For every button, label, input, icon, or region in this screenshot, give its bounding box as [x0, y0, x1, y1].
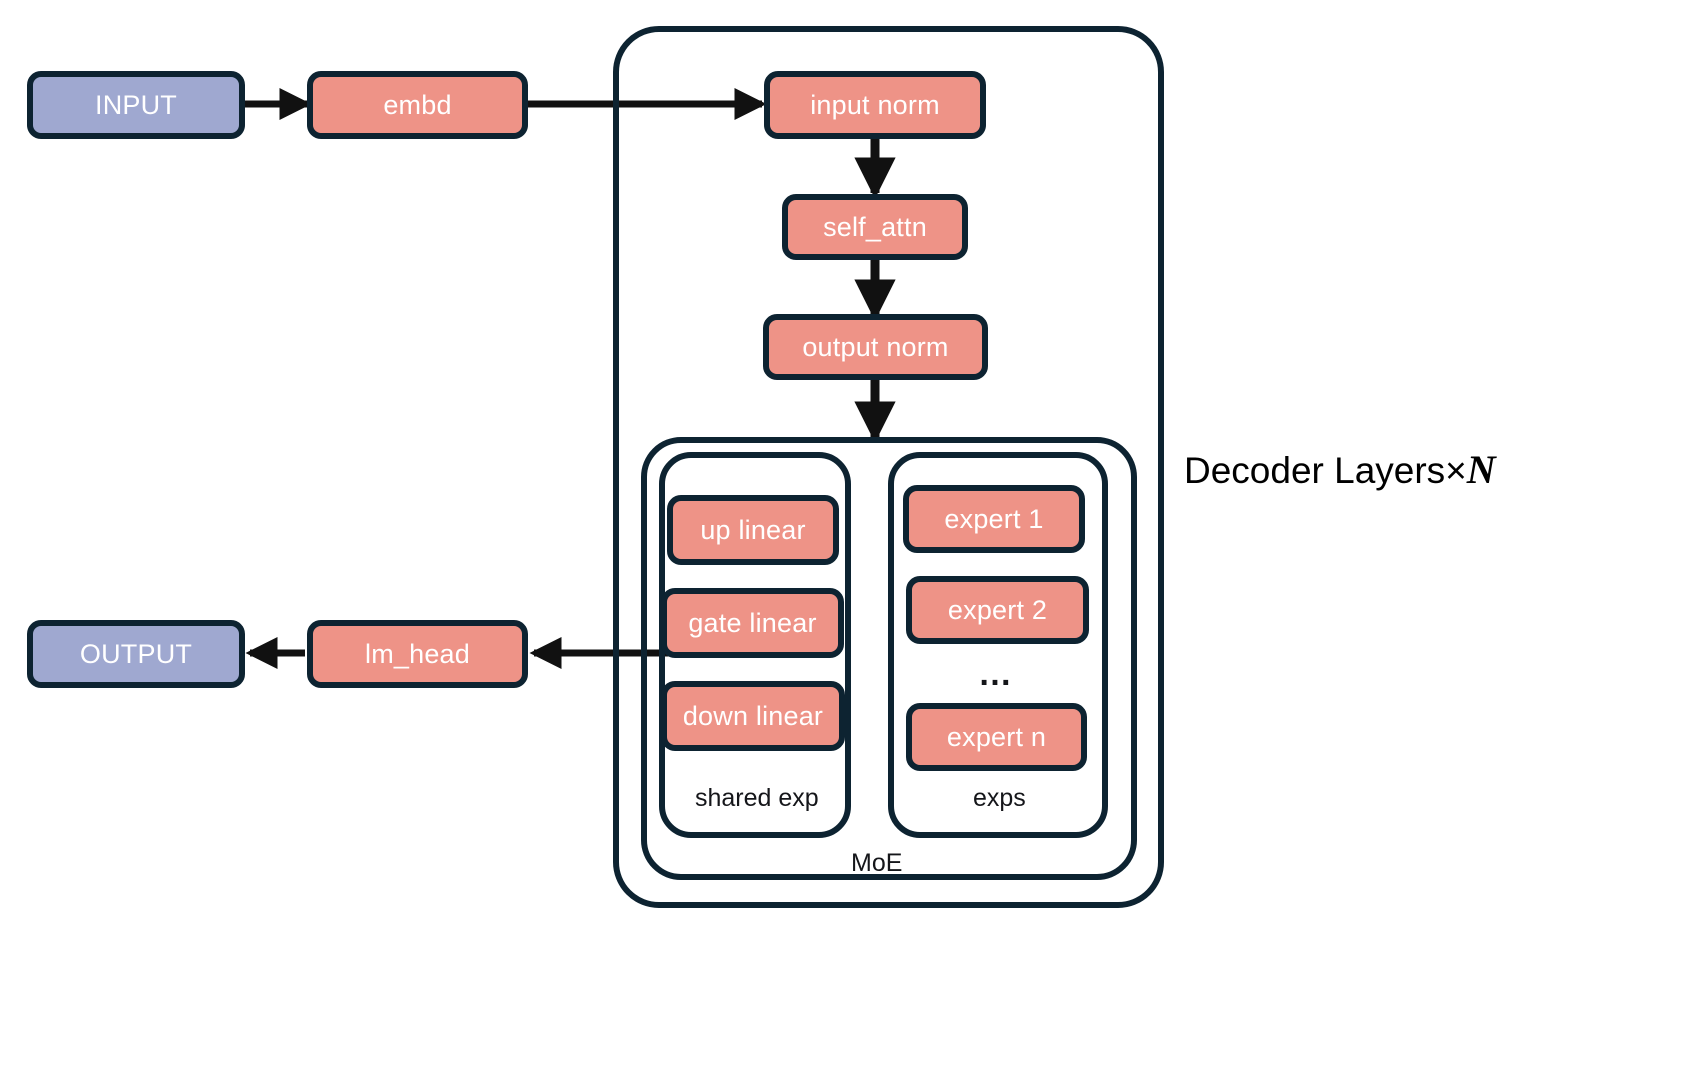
- node-lm-head-label: lm_head: [365, 638, 470, 669]
- experts-ellipsis: …: [978, 655, 1014, 693]
- node-output-norm-label: output norm: [802, 331, 949, 362]
- node-up-linear[interactable]: up linear: [667, 495, 839, 565]
- node-down-linear-label: down linear: [682, 700, 824, 731]
- decoder-layers-count-var: N: [1466, 447, 1496, 492]
- node-input-norm[interactable]: input norm: [764, 71, 986, 139]
- node-input[interactable]: INPUT: [27, 71, 245, 139]
- node-output[interactable]: OUTPUT: [27, 620, 245, 688]
- node-input-label: INPUT: [95, 89, 177, 120]
- node-up-linear-label: up linear: [700, 514, 806, 545]
- node-down-linear[interactable]: down linear: [661, 681, 845, 751]
- node-output-label: OUTPUT: [79, 638, 193, 669]
- moe-caption: MoE: [851, 849, 903, 877]
- node-expert-2-label: expert 2: [947, 594, 1048, 625]
- node-output-norm[interactable]: output norm: [763, 314, 988, 380]
- decoder-layers-group: [613, 26, 1164, 908]
- node-self-attn[interactable]: self_attn: [782, 194, 968, 260]
- node-gate-linear[interactable]: gate linear: [661, 588, 844, 658]
- node-self-attn-label: self_attn: [823, 211, 927, 242]
- node-expert-n[interactable]: expert n: [906, 703, 1087, 771]
- node-expert-n-label: expert n: [946, 721, 1047, 752]
- node-expert-1-label: expert 1: [944, 503, 1044, 534]
- shared-exp-caption: shared exp: [695, 784, 819, 812]
- node-lm-head[interactable]: lm_head: [307, 620, 528, 688]
- experts-group: [888, 452, 1108, 838]
- node-input-norm-label: input norm: [810, 89, 940, 120]
- node-gate-linear-label: gate linear: [688, 607, 817, 638]
- node-expert-2[interactable]: expert 2: [906, 576, 1089, 644]
- exps-caption: exps: [973, 784, 1026, 812]
- node-embd[interactable]: embd: [307, 71, 528, 139]
- decoder-layers-caption: Decoder Layers×N: [1184, 450, 1496, 490]
- node-expert-1[interactable]: expert 1: [903, 485, 1085, 553]
- decoder-layers-caption-text: Decoder Layers×: [1184, 450, 1467, 491]
- node-embd-label: embd: [383, 89, 452, 120]
